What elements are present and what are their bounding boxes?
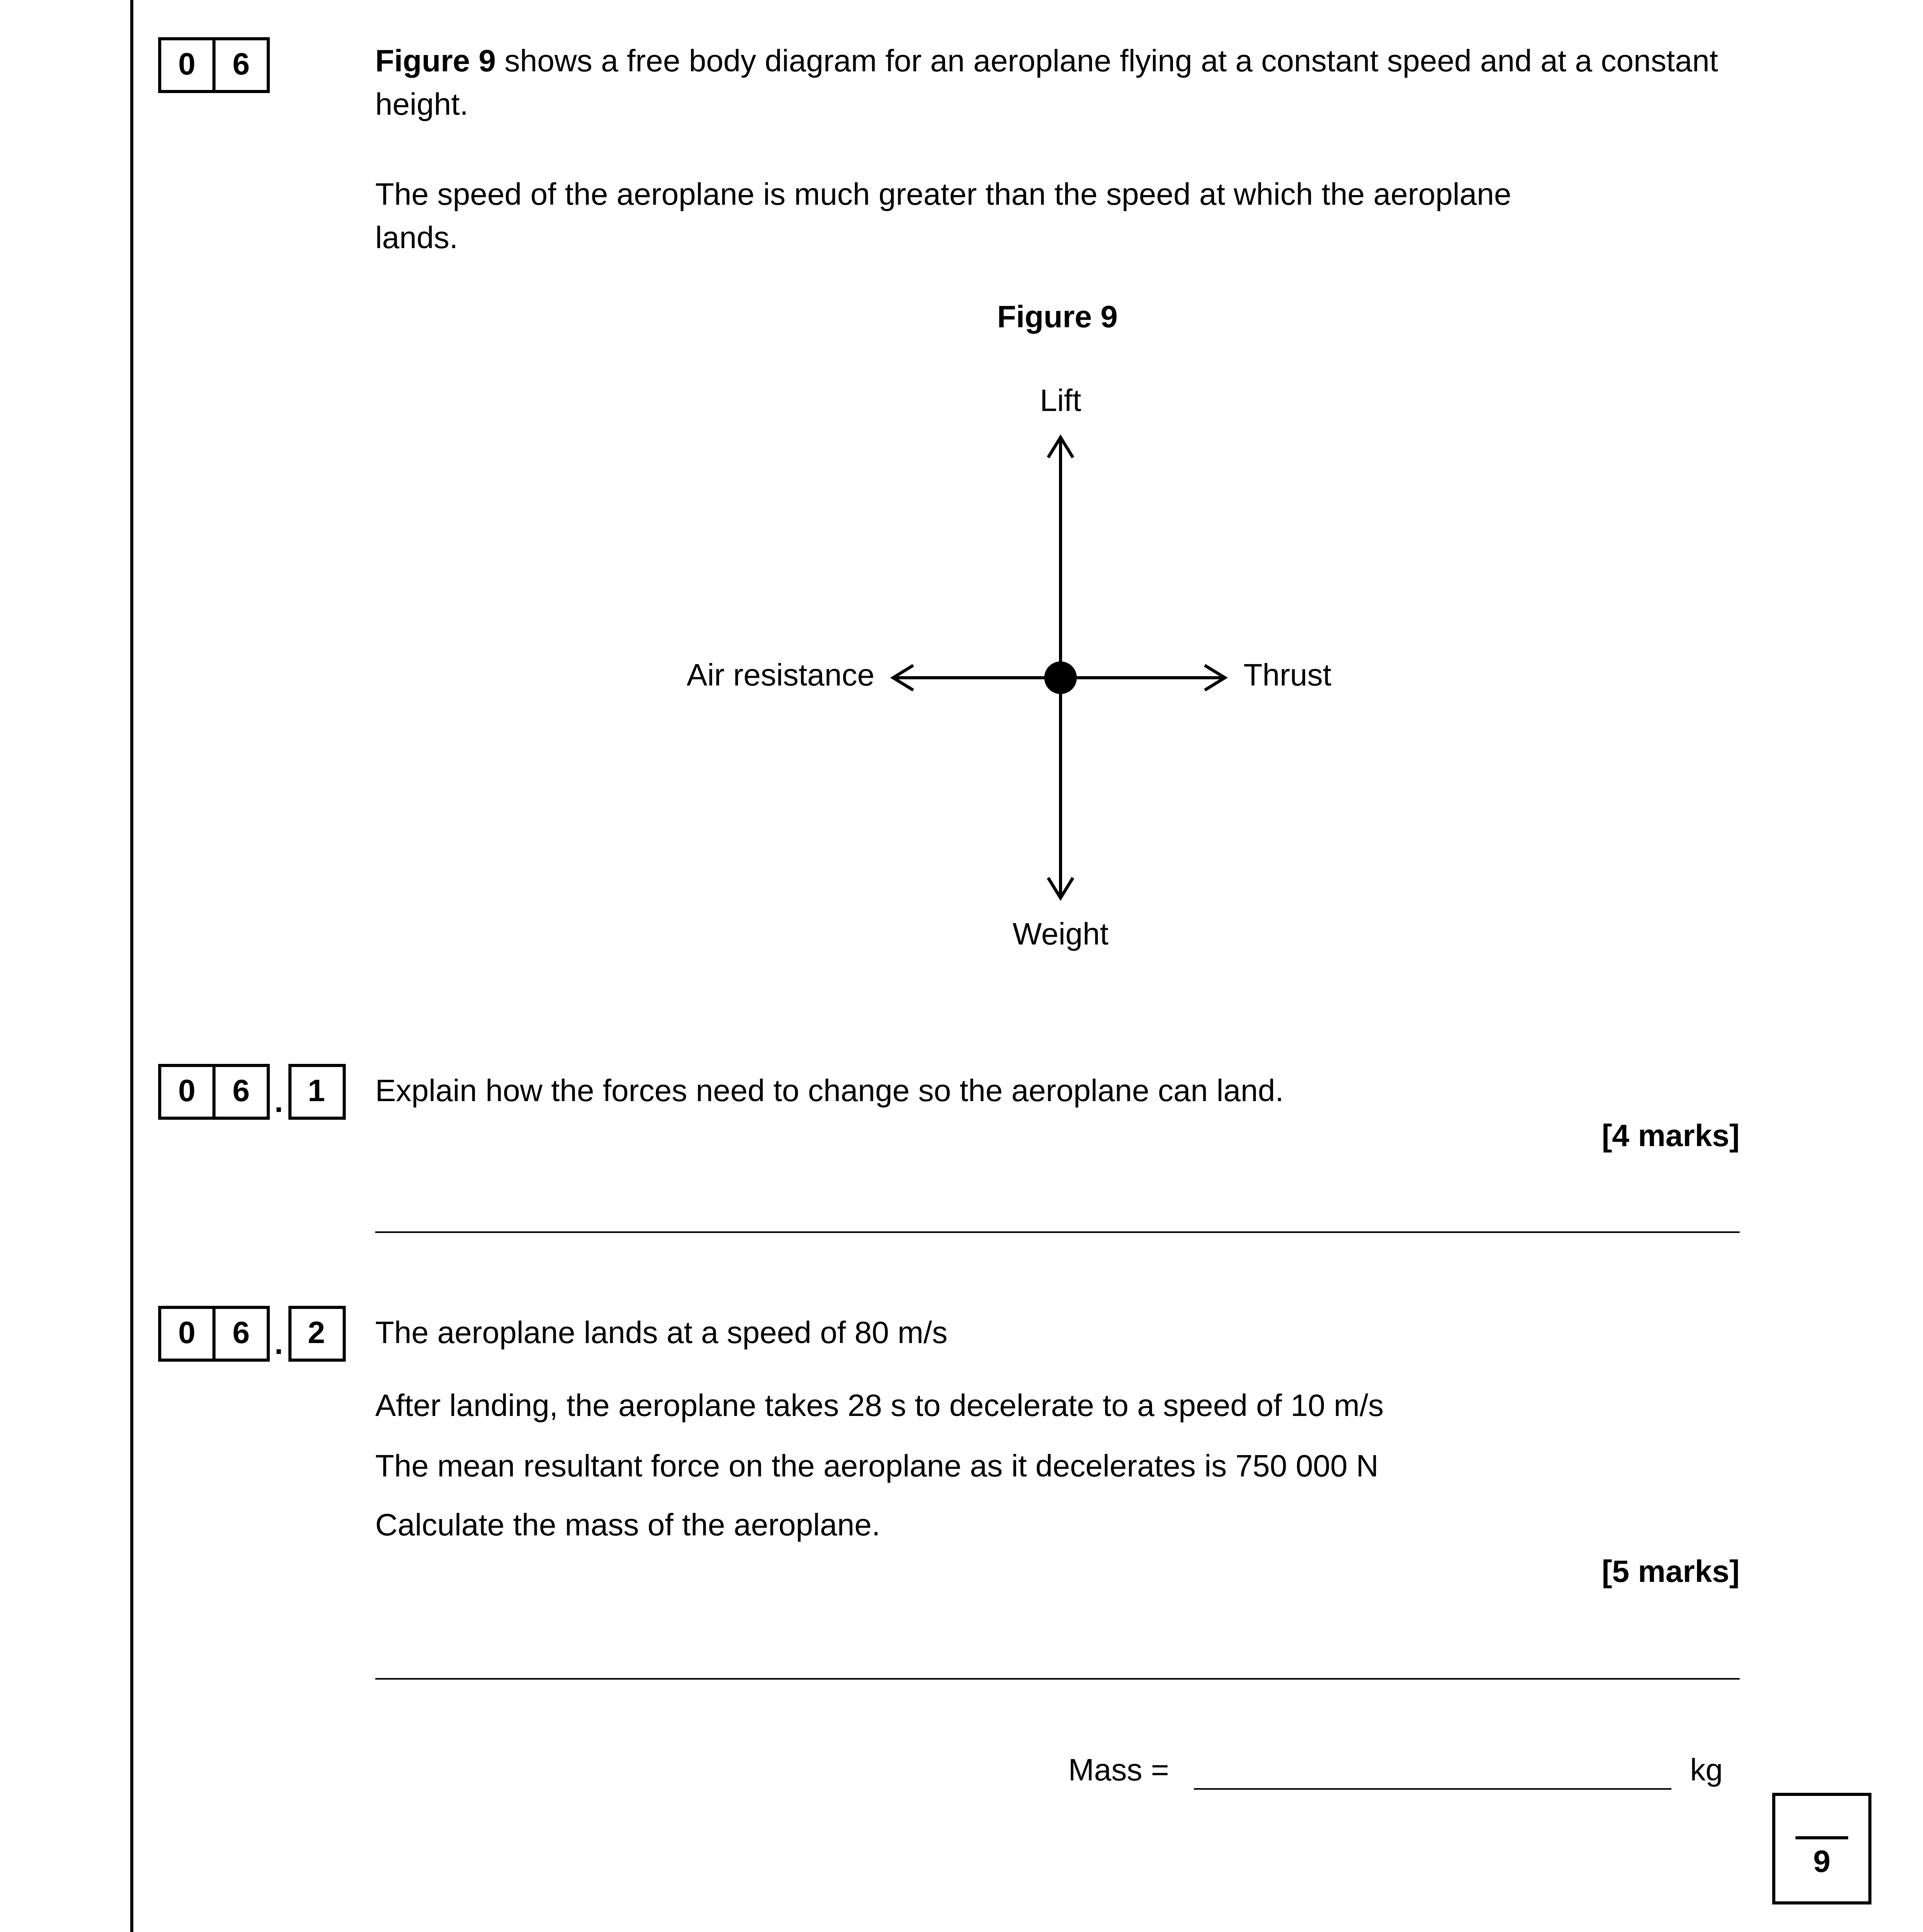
question-06-2-line2: After landing, the aeroplane takes 28 s …	[375, 1390, 1384, 1424]
question-number-box: 0 6	[158, 1306, 270, 1362]
free-body-diagram: Lift Air resistance Thrust Weight	[375, 372, 1740, 1008]
question-06-2-line4: Calculate the mass of the aeroplane.	[375, 1509, 881, 1543]
question-digit: 0	[178, 47, 196, 81]
question-number-06: 0 6	[158, 37, 270, 93]
working-line	[375, 1678, 1740, 1680]
question-paragraph-2: The speed of the aeroplane is much great…	[375, 178, 1511, 256]
diagram-label-air-resistance: Air resistance	[686, 659, 874, 693]
question-digit: 6	[212, 1309, 267, 1359]
question-06-2-line3: The mean resultant force on the aeroplan…	[375, 1450, 1379, 1484]
question-number-box: 0 6	[158, 1064, 270, 1120]
question-number-dot: .	[274, 1328, 283, 1362]
question-06-1-marks: [4 marks]	[1602, 1120, 1740, 1154]
question-digit: 0	[178, 1316, 196, 1350]
question-number-06-2: 0 6 . 2	[158, 1306, 345, 1362]
question-intro-rest: shows a free body diagram for an aeropla…	[375, 45, 1718, 123]
question-digit: 6	[212, 1067, 267, 1117]
left-margin-rule	[130, 0, 133, 1932]
diagram-label-weight: Weight	[1012, 918, 1109, 952]
question-number-box: 0 6	[158, 37, 270, 93]
question-06-2-marks: [5 marks]	[1602, 1556, 1740, 1590]
question-intro: Figure 9 shows a free body diagram for a…	[375, 40, 1747, 127]
total-marks-box: 9	[1772, 1793, 1871, 1904]
answer-label-mass: Mass =	[1068, 1754, 1169, 1788]
question-06-2-line1: The aeroplane lands at a speed of 80 m/s	[375, 1317, 948, 1351]
question-number-dot: .	[274, 1086, 283, 1120]
question-number-06-1: 0 6 . 1	[158, 1064, 345, 1120]
diagram-label-thrust: Thrust	[1243, 659, 1331, 693]
question-06-1-text: Explain how the forces need to change so…	[375, 1075, 1284, 1109]
question-digit: 0	[178, 1074, 196, 1108]
answer-blank-mass	[1194, 1788, 1671, 1790]
force-arrows-svg	[890, 434, 1228, 901]
diagram-label-lift: Lift	[1040, 385, 1081, 419]
question-digit: 1	[308, 1074, 325, 1108]
total-marks-value: 9	[1813, 1846, 1831, 1880]
question-digit: 6	[212, 40, 267, 90]
answer-line	[375, 1231, 1740, 1233]
figure-ref-bold: Figure 9	[375, 45, 496, 79]
question-number-box: 2	[288, 1306, 345, 1362]
question-number-box: 1	[288, 1064, 345, 1120]
answer-unit-kg: kg	[1690, 1754, 1723, 1788]
question-digit: 2	[308, 1316, 325, 1350]
score-line	[1795, 1836, 1848, 1839]
figure-title: Figure 9	[997, 301, 1118, 335]
